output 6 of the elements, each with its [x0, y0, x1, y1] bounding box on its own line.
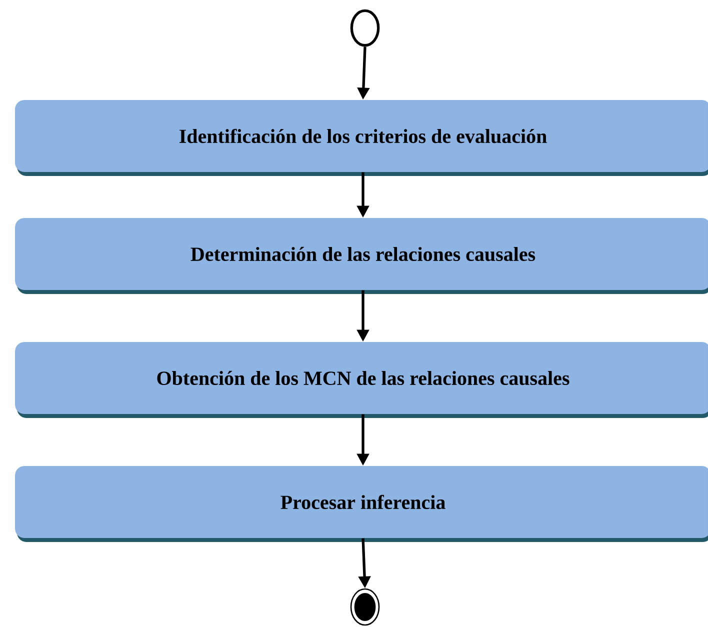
end-node [350, 588, 380, 626]
process-box: Procesar inferencia [15, 466, 708, 542]
process-box: Obtención de los MCN de las relaciones causales [15, 342, 708, 418]
start-node [350, 9, 380, 47]
process-box: Determinación de las relaciones causales [15, 218, 708, 294]
process-box: Identificación de los criterios de evaluación [15, 100, 708, 176]
